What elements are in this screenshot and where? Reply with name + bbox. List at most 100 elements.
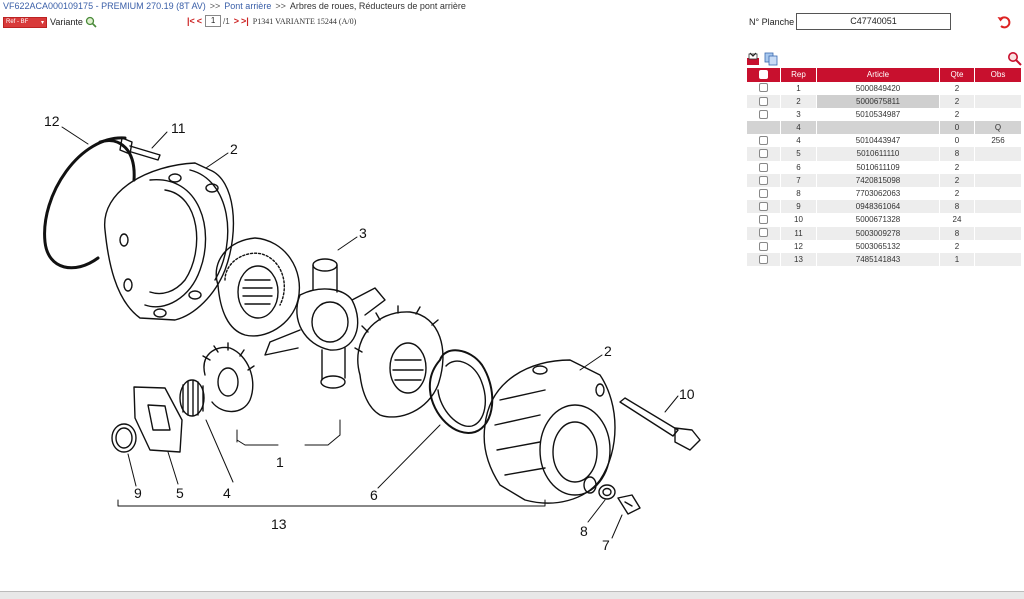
- header-article[interactable]: Article: [817, 68, 940, 82]
- page-input[interactable]: 1: [205, 15, 222, 27]
- cell-obs: [975, 253, 1021, 266]
- part-2-housing-left[interactable]: [104, 162, 235, 321]
- callout-12[interactable]: 12: [44, 113, 60, 129]
- callout-13[interactable]: 13: [271, 516, 287, 532]
- part-2-housing-right[interactable]: [483, 359, 616, 504]
- callout-2-left[interactable]: 2: [230, 141, 238, 157]
- cell-article[interactable]: 7485141843: [817, 252, 940, 267]
- row-checkbox[interactable]: [759, 175, 768, 185]
- cell-obs: [975, 95, 1021, 108]
- planche-input[interactable]: C47740051: [796, 13, 951, 30]
- breadcrumb-vehicle[interactable]: VF622ACA000109175 - PREMIUM 270.19 (8T A…: [3, 1, 206, 11]
- header-obs[interactable]: Obs: [990, 70, 1006, 79]
- horizontal-scrollbar[interactable]: [0, 591, 1024, 599]
- part-6-seal[interactable]: [428, 349, 494, 434]
- cell-article[interactable]: 5010611110: [817, 147, 940, 161]
- cell-article[interactable]: 5010534987: [817, 107, 940, 122]
- part-4-needle-bearing[interactable]: [179, 379, 205, 417]
- part-7-plug[interactable]: [617, 494, 641, 515]
- part-9-washer[interactable]: [111, 423, 137, 453]
- export-icon[interactable]: [746, 52, 760, 66]
- header-rep[interactable]: Rep: [781, 68, 817, 82]
- row-checkbox[interactable]: [759, 96, 768, 106]
- cell-article[interactable]: 5010611109: [817, 160, 940, 174]
- row-select-cell: [747, 134, 781, 148]
- row-checkbox[interactable]: [759, 162, 768, 172]
- callout-8[interactable]: 8: [580, 523, 588, 539]
- part-10-long-bolt[interactable]: [619, 397, 701, 451]
- copy-icon[interactable]: [764, 52, 778, 66]
- cell-obs: [975, 82, 1021, 95]
- part-12-ring[interactable]: [43, 136, 136, 270]
- callout-3[interactable]: 3: [359, 225, 367, 241]
- callout-9[interactable]: 9: [134, 485, 142, 501]
- row-checkbox[interactable]: [759, 188, 768, 198]
- callout-1[interactable]: 1: [276, 454, 284, 470]
- breadcrumb-level1[interactable]: Pont arrière: [224, 1, 272, 11]
- part-8-washer[interactable]: [598, 484, 616, 500]
- cell-article[interactable]: 5000671328: [817, 213, 940, 227]
- cell-obs: [975, 161, 1021, 174]
- variant-select[interactable]: Ref - BF ▾: [3, 16, 47, 28]
- row-checkbox[interactable]: [759, 149, 768, 159]
- cell-article[interactable]: 5003009278: [817, 226, 940, 240]
- next-page-button[interactable]: >: [233, 16, 239, 26]
- cell-obs: [975, 200, 1021, 213]
- cell-article[interactable]: 5010443947: [817, 134, 940, 148]
- cell-article[interactable]: 0948361064: [817, 200, 940, 214]
- cell-article[interactable]: 7420815098: [817, 173, 940, 187]
- row-checkbox[interactable]: [759, 83, 768, 93]
- part-5-plate[interactable]: [133, 386, 183, 453]
- row-checkbox[interactable]: [759, 215, 768, 225]
- first-page-icon[interactable]: |<: [187, 16, 195, 26]
- row-checkbox[interactable]: [759, 202, 768, 212]
- cell-rep: 12: [781, 239, 817, 253]
- row-checkbox[interactable]: [759, 241, 768, 251]
- part-3-spider[interactable]: [264, 258, 386, 389]
- last-page-icon[interactable]: >|: [240, 16, 249, 26]
- cell-article[interactable]: [817, 121, 940, 135]
- part-1-ring-gear[interactable]: [354, 305, 444, 418]
- callout-11[interactable]: 11: [171, 120, 186, 136]
- callout-5[interactable]: 5: [176, 485, 184, 501]
- row-checkbox[interactable]: [759, 254, 768, 264]
- plate-reference: P1341 VARIANTE 15244 (A/0): [252, 16, 357, 26]
- prev-page-button[interactable]: <: [196, 16, 203, 26]
- zoom-red-icon[interactable]: [1007, 51, 1022, 66]
- callout-6[interactable]: 6: [370, 487, 378, 503]
- cell-obs: [975, 240, 1021, 253]
- cell-article[interactable]: 7703062063: [817, 187, 940, 201]
- select-all-checkbox[interactable]: [759, 69, 768, 79]
- cell-article[interactable]: 5003065132: [817, 239, 940, 253]
- search-icon[interactable]: [85, 16, 97, 28]
- cell-qte: 2: [940, 94, 975, 108]
- part-11-bolt[interactable]: [119, 137, 161, 161]
- callout-2-right[interactable]: 2: [604, 343, 612, 359]
- header-qte[interactable]: Qte: [940, 68, 975, 82]
- part-1-bevel-gear[interactable]: [215, 237, 301, 337]
- part-1-pinion-gear[interactable]: [202, 342, 255, 413]
- row-checkbox[interactable]: [759, 136, 768, 146]
- row-checkbox[interactable]: [759, 109, 768, 119]
- undo-icon[interactable]: [997, 15, 1011, 29]
- callout-10[interactable]: 10: [679, 386, 695, 402]
- cell-article[interactable]: 5000675811: [817, 94, 940, 108]
- cell-article[interactable]: 5000849420: [817, 81, 940, 95]
- callout-4[interactable]: 4: [223, 485, 231, 501]
- callout-7[interactable]: 7: [602, 537, 610, 553]
- row-checkbox[interactable]: [759, 228, 768, 238]
